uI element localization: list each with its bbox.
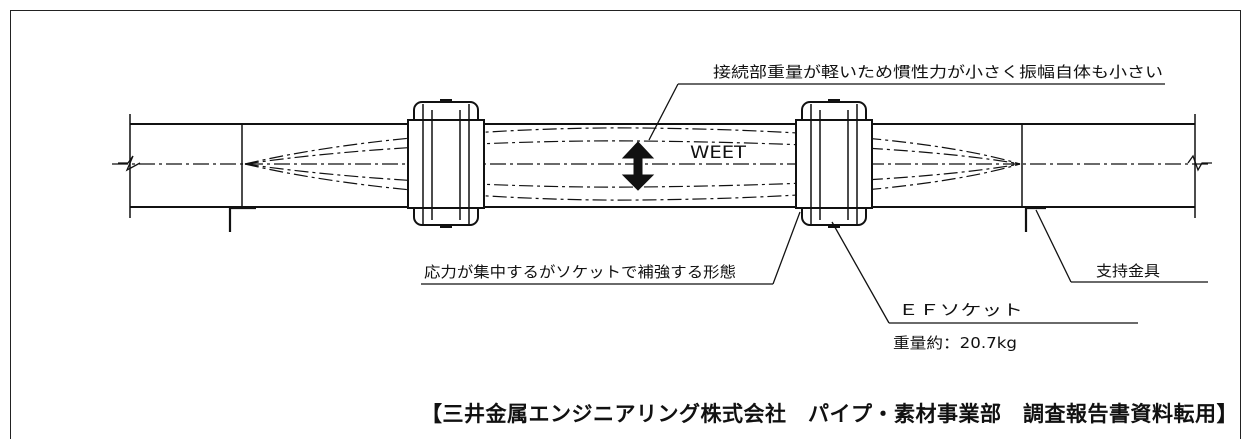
pipe-break-marks [118,154,1212,172]
source-credit: 【三井金属エンジニアリング株式会社 パイプ・素材事業部 調査報告書資料転用】 [421,402,1238,426]
support-bracket-left [228,206,256,232]
stress-note-label: 応力が集中するがソケットで補強する形態 [424,263,736,281]
top-note-label: 接続部重量が軽いため慣性力が小さく振幅自体も小さい [713,63,1163,81]
support-label: 支持金具 [1096,262,1160,280]
ef-socket-right [795,99,873,228]
pipe [129,114,1196,218]
vibration-envelope [244,127,1021,201]
wave-text-label: WEET [690,143,747,163]
support-bracket-right [1024,206,1046,232]
stress-note-leader [421,211,801,285]
socket-weight-label: 重量約：20.7kg [893,334,1017,352]
top-note-leader [648,83,1165,141]
amplitude-arrow-icon [621,141,655,191]
socket-leader [831,221,1138,324]
support-leader [1035,209,1208,283]
ef-socket-left [407,99,485,228]
socket-name-label: ＥＦソケット [898,301,1023,319]
figure-frame [10,10,1241,439]
